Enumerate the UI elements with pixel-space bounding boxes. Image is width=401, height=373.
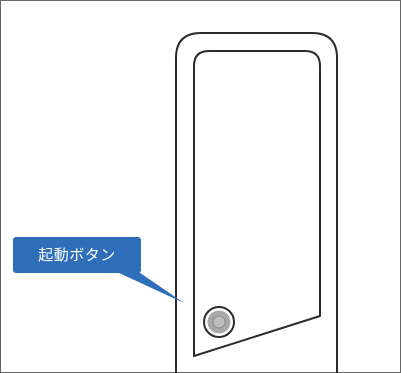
start-button-icon	[203, 306, 235, 338]
device-inner-panel	[193, 50, 321, 357]
device-outer-outline	[175, 32, 338, 373]
callout	[13, 237, 184, 303]
callout-pointer	[104, 266, 184, 303]
callout-box	[13, 237, 141, 273]
